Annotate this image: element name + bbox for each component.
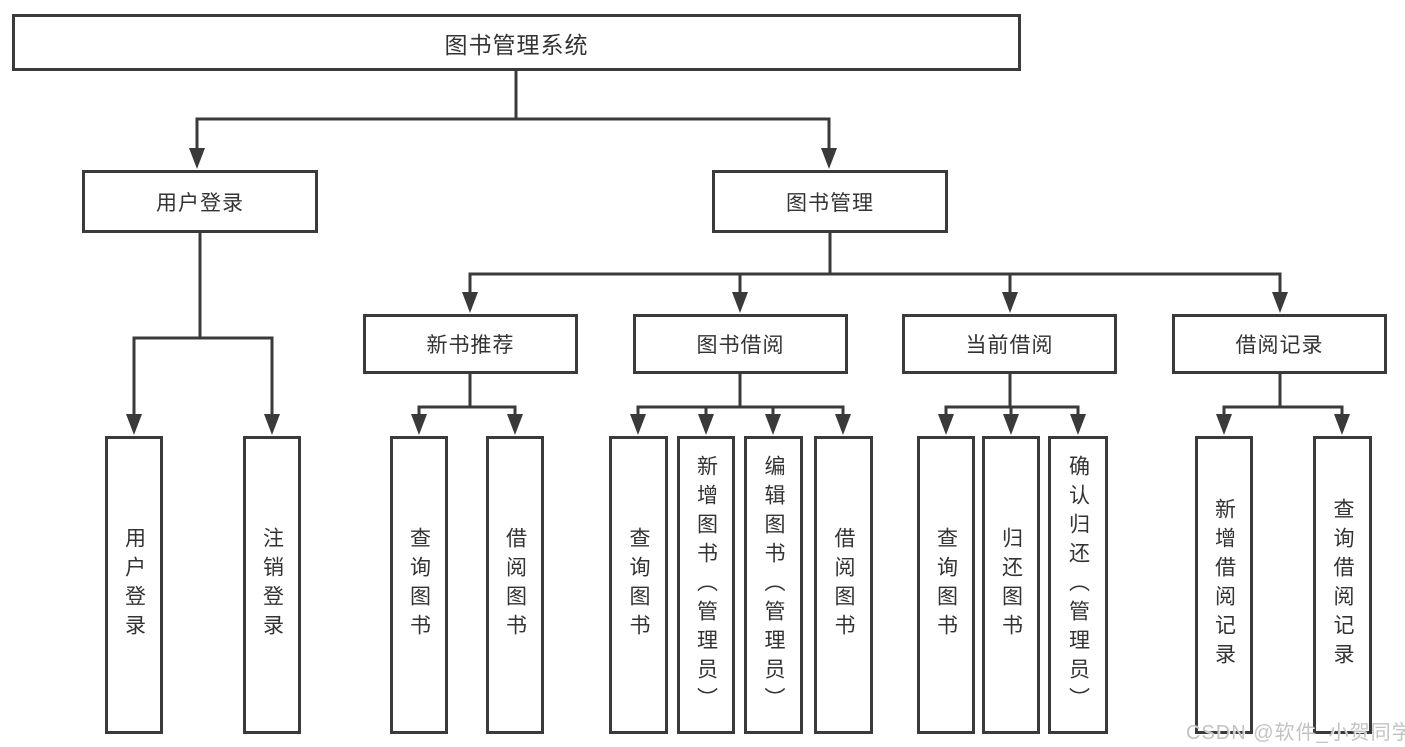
node-library-management-system: 图书管理系统 — [12, 14, 1021, 71]
csdn-watermark: CSDN @软件_小贺同学 — [1186, 722, 1405, 744]
node-book-borrowing: 图书借阅 — [633, 314, 848, 374]
node-current-borrowing: 当前借阅 — [902, 314, 1117, 374]
node-label: 新增图书（管理员） — [694, 454, 718, 716]
node-nb-query-books: 查询图书 — [390, 436, 448, 734]
node-label: 用户登录 — [122, 527, 146, 643]
node-label: 新增借阅记录 — [1212, 498, 1236, 672]
node-br-add-record: 新增借阅记录 — [1195, 436, 1253, 734]
node-label: 借阅图书 — [503, 527, 527, 643]
node-bb-borrow-books: 借阅图书 — [814, 436, 873, 734]
arrowheads — [126, 148, 1350, 435]
node-nb-borrow-books: 借阅图书 — [486, 436, 544, 734]
node-label: 新书推荐 — [426, 334, 515, 357]
node-label: 查询图书 — [627, 527, 650, 643]
node-cb-query-books: 查询图书 — [917, 436, 975, 734]
node-user-login: 用户登录 — [82, 170, 318, 233]
node-user-login-action: 用户登录 — [105, 436, 163, 734]
node-label: 借阅记录 — [1235, 334, 1324, 357]
node-borrowing-records: 借阅记录 — [1172, 314, 1387, 374]
node-label: 当前借阅 — [965, 334, 1054, 357]
node-label: 图书管理 — [786, 191, 874, 215]
node-new-book-recommendation: 新书推荐 — [363, 314, 578, 374]
node-label: 归还图书 — [999, 527, 1023, 643]
node-bb-query-books: 查询图书 — [609, 436, 668, 734]
node-br-query-record: 查询借阅记录 — [1313, 436, 1372, 734]
node-label: 图书借阅 — [696, 334, 785, 357]
node-cb-return-books: 归还图书 — [982, 436, 1040, 734]
node-bb-add-books-admin: 新增图书（管理员） — [677, 436, 735, 734]
node-label: 借阅图书 — [832, 527, 855, 643]
node-label: 图书管理系统 — [444, 31, 589, 58]
node-bb-edit-books-admin: 编辑图书（管理员） — [744, 436, 803, 734]
node-label: 查询借阅记录 — [1331, 498, 1354, 672]
node-label: 注销登录 — [260, 527, 284, 643]
node-label: 查询图书 — [407, 527, 431, 643]
node-label: 编辑图书（管理员） — [762, 454, 785, 716]
node-logout-action: 注销登录 — [243, 436, 301, 734]
node-label: 查询图书 — [934, 527, 958, 643]
node-label: 用户登录 — [156, 191, 244, 215]
node-book-management: 图书管理 — [712, 170, 948, 233]
node-label: 确认归还（管理员） — [1066, 454, 1090, 716]
node-cb-confirm-return-admin: 确认归还（管理员） — [1048, 436, 1108, 734]
